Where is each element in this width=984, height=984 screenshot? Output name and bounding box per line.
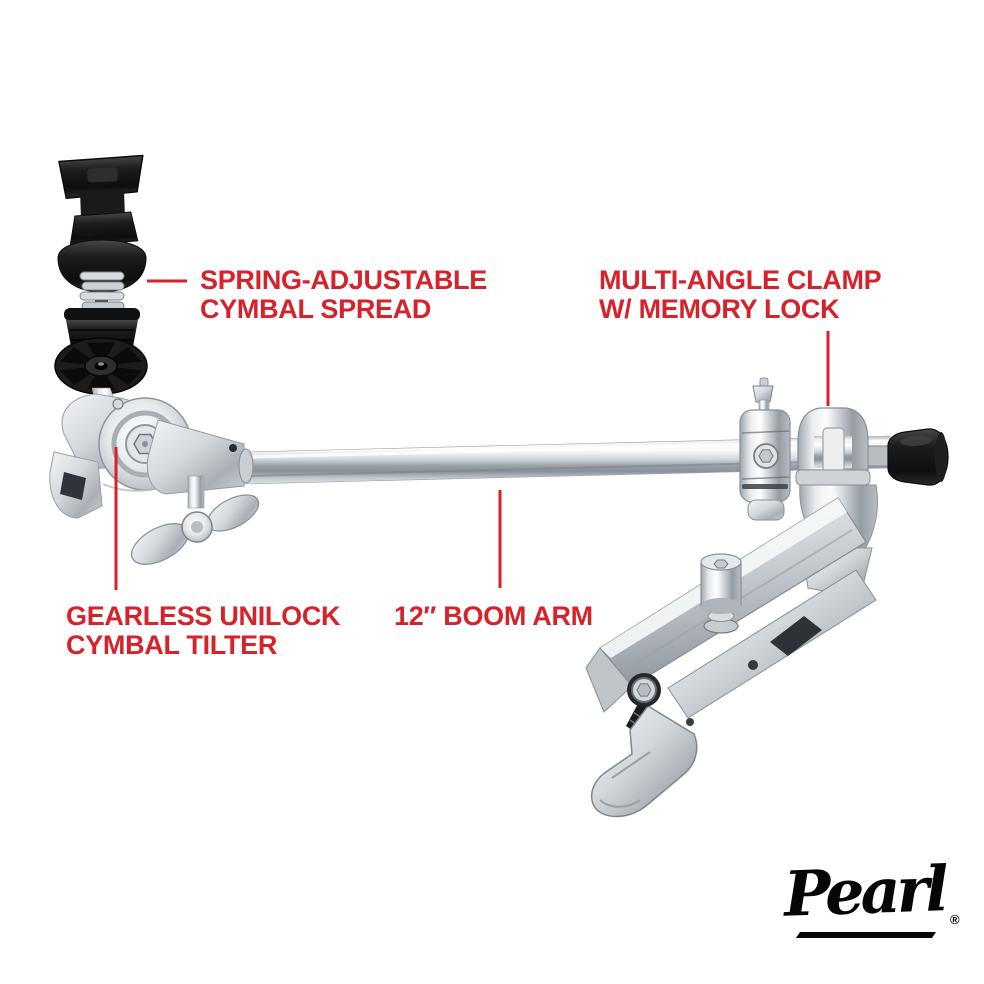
- clamp-tightening-knob: [887, 428, 949, 486]
- clamp-jaw-hook: [590, 705, 698, 818]
- callout-multi-angle-clamp: MULTI-ANGLE CLAMP W/ MEMORY LOCK: [599, 265, 882, 324]
- callout-text-line: 12″ BOOM ARM: [394, 601, 593, 631]
- brand-logo: Pearl ®: [778, 852, 974, 956]
- callout-gearless-tilter: GEARLESS UNILOCK CYMBAL TILTER: [66, 601, 341, 660]
- memory-lock-clamp: [739, 377, 791, 521]
- callout-pointer-lines: [114, 279, 830, 590]
- callout-text-line: CYMBAL TILTER: [66, 630, 278, 660]
- gearless-unilock-tilter: [49, 393, 254, 519]
- callout-text-line: W/ MEMORY LOCK: [599, 294, 840, 324]
- tilter-wing-nut: [131, 475, 260, 565]
- callout-text-line: CYMBAL SPREAD: [200, 294, 432, 324]
- callout-text-line: SPRING-ADJUSTABLE: [200, 265, 487, 295]
- boom-socket: [146, 419, 245, 495]
- callout-boom-arm: 12″ BOOM ARM: [394, 602, 593, 631]
- callout-text-line: MULTI-ANGLE CLAMP: [599, 265, 882, 295]
- clamp-body: [585, 497, 877, 818]
- brand-logo-underline: [795, 932, 937, 938]
- spoke-washer-disc: [54, 337, 148, 395]
- brand-logo-text: Pearl: [782, 852, 947, 931]
- boom-arm-tube: [245, 435, 891, 485]
- cymbal-quick-release-wingnut: [58, 154, 144, 248]
- callout-spring-adjustable: SPRING-ADJUSTABLE CYMBAL SPREAD: [200, 266, 487, 324]
- top-felt-bell: [57, 239, 147, 293]
- cymbal-spring: [57, 239, 147, 380]
- callout-text-line: GEARLESS UNILOCK: [66, 601, 341, 631]
- clamp-t-bolt: [700, 553, 742, 634]
- registered-trademark: ®: [950, 912, 960, 927]
- ball-strap: [822, 427, 845, 473]
